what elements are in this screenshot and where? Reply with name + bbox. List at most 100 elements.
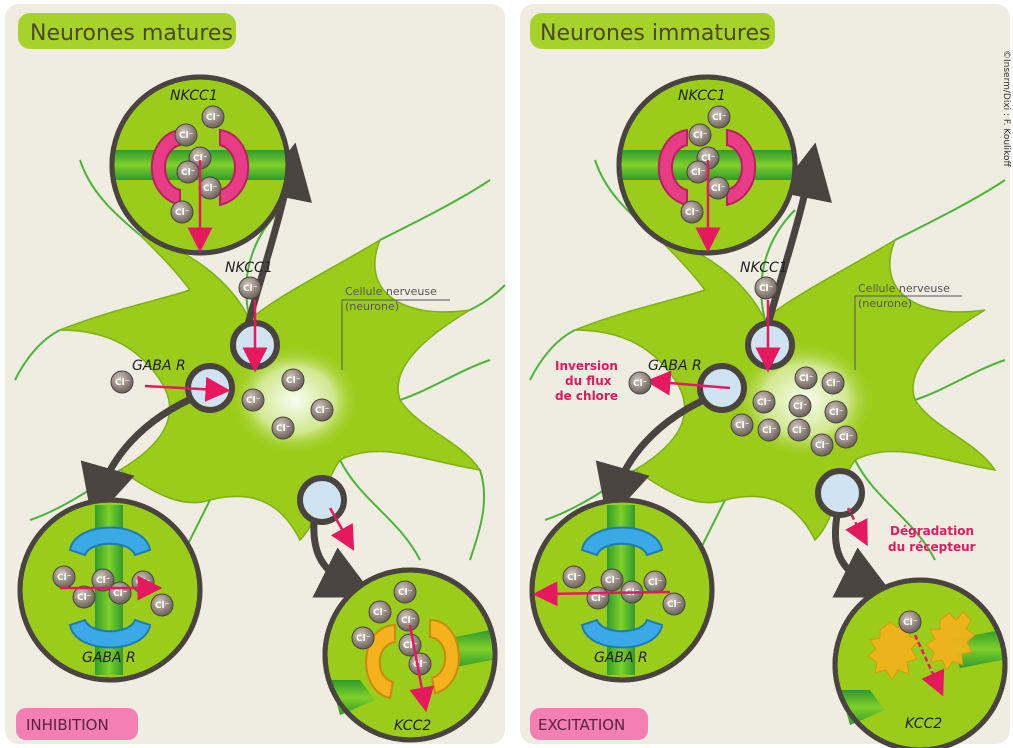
svg-text:Cl⁻: Cl⁻ — [648, 578, 663, 588]
right-kcc2-zoom: KCC2 Cl⁻ — [832, 577, 1008, 748]
svg-text:Cl⁻: Cl⁻ — [799, 374, 814, 384]
right-label-gaba-bottom: GABA R — [594, 650, 648, 666]
right-nkcc1-receptor — [745, 320, 795, 370]
right-gaba-zoom: GABA R Cl⁻ Cl⁻ Cl⁻ Cl⁻ Cl⁻ Cl⁻ — [529, 497, 715, 683]
right-label-inversion-3: de chlore — [555, 389, 618, 403]
right-cell-leader-line — [854, 295, 962, 370]
left-label-gaba-bottom: GABA R — [82, 650, 136, 666]
left-nkcc1-zoom: NKCC1 Cl⁻ Cl⁻ Cl⁻ Cl⁻ Cl⁻ Cl⁻ — [109, 74, 291, 256]
right-gaba-efflux-arrow — [645, 370, 731, 396]
right-footer: EXCITATION — [538, 716, 625, 734]
svg-text:Cl⁻: Cl⁻ — [401, 616, 416, 626]
right-label-gaba-mid: GABA R — [648, 358, 702, 374]
left-gaba-zoom: GABA R Cl⁻ Cl⁻ Cl⁻ Cl⁻ Cl⁻ Cl⁻ — [17, 497, 203, 683]
left-label-cell-sub: (neurone) — [345, 300, 399, 313]
left-kcc2-efflux-arrow — [328, 507, 355, 551]
right-arrow-to-gaba — [595, 391, 717, 522]
svg-text:Cl⁻: Cl⁻ — [829, 408, 844, 418]
right-neuron-ions: Cl⁻ Cl⁻ Cl⁻ Cl⁻ Cl⁻ Cl⁻ Cl⁻ Cl⁻ Cl⁻ Cl⁻ … — [628, 276, 858, 457]
svg-text:Cl⁻: Cl⁻ — [757, 398, 772, 408]
svg-text:Cl⁻: Cl⁻ — [57, 573, 72, 583]
svg-text:Cl⁻: Cl⁻ — [605, 576, 620, 586]
svg-text:Cl⁻: Cl⁻ — [286, 376, 301, 386]
svg-text:Cl⁻: Cl⁻ — [792, 426, 807, 436]
svg-text:Cl⁻: Cl⁻ — [243, 284, 258, 294]
svg-text:Cl⁻: Cl⁻ — [633, 379, 648, 389]
svg-text:Cl⁻: Cl⁻ — [712, 113, 727, 123]
svg-text:Cl⁻: Cl⁻ — [96, 576, 111, 586]
right-nkcc1-zoom: NKCC1 Cl⁻ Cl⁻ Cl⁻ Cl⁻ Cl⁻ Cl⁻ — [616, 74, 798, 256]
right-label-degradation-1: Dégradation — [890, 524, 974, 538]
left-panel: Neurones matures NKCC1 GABA R Cellule ne… — [5, 4, 506, 744]
svg-text:Cl⁻: Cl⁻ — [903, 618, 918, 628]
svg-text:Cl⁻: Cl⁻ — [77, 593, 92, 603]
left-label-kcc2: KCC2 — [394, 718, 431, 734]
left-label-gaba-mid: GABA R — [132, 358, 186, 374]
svg-text:Cl⁻: Cl⁻ — [667, 600, 682, 610]
right-label-nkcc1-mid: NKCC1 — [740, 260, 788, 276]
left-neuron-ions: Cl⁻ Cl⁻ Cl⁻ Cl⁻ Cl⁻ Cl⁻ — [110, 276, 334, 440]
right-label-cell-sub: (neurone) — [858, 297, 912, 310]
right-title: Neurones immatures — [540, 21, 770, 46]
credit-text: ©Inserm/Dixi : F. Koulikoff — [1001, 50, 1011, 167]
svg-text:Cl⁻: Cl⁻ — [115, 378, 130, 388]
left-title: Neurones matures — [30, 21, 233, 46]
right-title-badge: Neurones immatures — [530, 13, 775, 49]
svg-text:Cl⁻: Cl⁻ — [762, 426, 777, 436]
svg-text:Cl⁻: Cl⁻ — [685, 208, 700, 218]
right-label-degradation-2: du récepteur — [888, 540, 976, 554]
svg-text:Cl⁻: Cl⁻ — [403, 641, 418, 651]
svg-text:Cl⁻: Cl⁻ — [691, 168, 706, 178]
svg-text:Cl⁻: Cl⁻ — [315, 406, 330, 416]
svg-text:Cl⁻: Cl⁻ — [175, 208, 190, 218]
right-arrow-to-kcc2 — [831, 509, 896, 598]
left-cell-leader-line — [341, 299, 450, 370]
left-title-badge: Neurones matures — [18, 13, 236, 49]
svg-text:Cl⁻: Cl⁻ — [693, 131, 708, 141]
svg-text:Cl⁻: Cl⁻ — [759, 284, 774, 294]
left-footer-badge: INHIBITION — [16, 708, 138, 740]
right-footer-badge: EXCITATION — [530, 708, 648, 740]
svg-text:Cl⁻: Cl⁻ — [701, 154, 716, 164]
svg-text:Cl⁻: Cl⁻ — [203, 184, 218, 194]
right-label-kcc2: KCC2 — [905, 716, 942, 732]
right-panel: Neurones immatures NKCC1 GABA R Cellule … — [520, 4, 1011, 748]
svg-text:Cl⁻: Cl⁻ — [735, 421, 750, 431]
svg-text:Cl⁻: Cl⁻ — [815, 441, 830, 451]
svg-text:Cl⁻: Cl⁻ — [246, 396, 261, 406]
left-label-nkcc1-mid: NKCC1 — [225, 260, 273, 276]
svg-text:Cl⁻: Cl⁻ — [179, 131, 194, 141]
right-arrow-to-nkcc1 — [761, 142, 832, 336]
left-arrow-to-gaba — [80, 391, 202, 522]
right-label-inversion-2: du flux — [565, 374, 612, 388]
svg-text:Cl⁻: Cl⁻ — [591, 594, 606, 604]
svg-text:Cl⁻: Cl⁻ — [193, 154, 208, 164]
svg-text:Cl⁻: Cl⁻ — [373, 608, 388, 618]
left-footer: INHIBITION — [26, 716, 109, 734]
svg-text:Cl⁻: Cl⁻ — [398, 588, 413, 598]
svg-text:Cl⁻: Cl⁻ — [839, 433, 854, 443]
svg-text:Cl⁻: Cl⁻ — [567, 573, 582, 583]
left-label-cell: Cellule nerveuse — [345, 285, 437, 298]
left-kcc2-zoom: KCC2 Cl⁻ Cl⁻ Cl⁻ Cl⁻ Cl⁻ Cl⁻ — [322, 567, 498, 743]
svg-text:Cl⁻: Cl⁻ — [206, 113, 221, 123]
svg-text:Cl⁻: Cl⁻ — [113, 589, 128, 599]
svg-text:Cl⁻: Cl⁻ — [826, 379, 841, 389]
svg-text:Cl⁻: Cl⁻ — [793, 402, 808, 412]
svg-text:Cl⁻: Cl⁻ — [413, 660, 428, 670]
svg-text:Cl⁻: Cl⁻ — [181, 168, 196, 178]
right-label-nkcc1-top: NKCC1 — [678, 88, 726, 104]
right-kcc2-dashed-arrow — [845, 507, 868, 547]
right-label-inversion-1: Inversion — [555, 359, 618, 373]
svg-text:Cl⁻: Cl⁻ — [276, 424, 291, 434]
svg-text:Cl⁻: Cl⁻ — [136, 578, 151, 588]
svg-text:Cl⁻: Cl⁻ — [711, 184, 726, 194]
svg-text:Cl⁻: Cl⁻ — [155, 601, 170, 611]
left-label-nkcc1-top: NKCC1 — [170, 88, 218, 104]
right-label-cell: Cellule nerveuse — [858, 282, 950, 295]
right-kcc2-receptor — [815, 468, 865, 518]
left-kcc2-receptor — [297, 475, 347, 525]
left-gaba-influx-arrow — [144, 376, 231, 402]
svg-text:Cl⁻: Cl⁻ — [356, 634, 371, 644]
